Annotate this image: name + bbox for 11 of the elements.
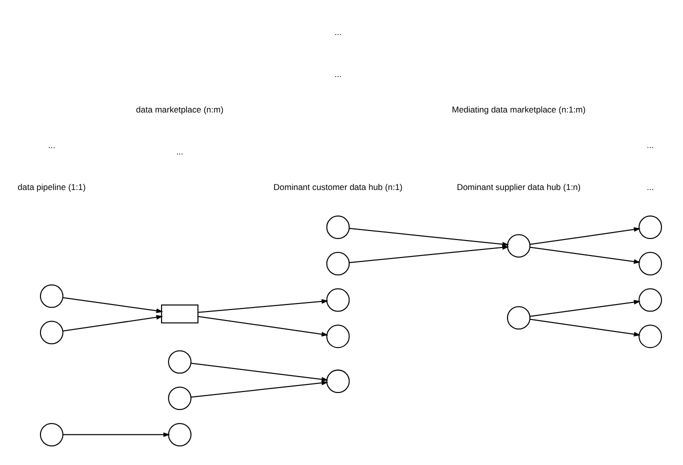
label: ... (334, 27, 342, 38)
label: data marketplace (n:m) (136, 104, 224, 115)
label: Dominant supplier data hub (1:n) (456, 182, 581, 192)
label: ... (646, 140, 654, 150)
label: Mediating data marketplace (n:1:m) (452, 104, 586, 115)
label: ... (334, 68, 342, 79)
label: ... (176, 146, 184, 156)
label: ... (646, 182, 654, 192)
label: Dominant customer data hub (n:1) (274, 182, 403, 192)
label: data pipeline (1:1) (18, 182, 86, 192)
label: ... (48, 140, 56, 150)
